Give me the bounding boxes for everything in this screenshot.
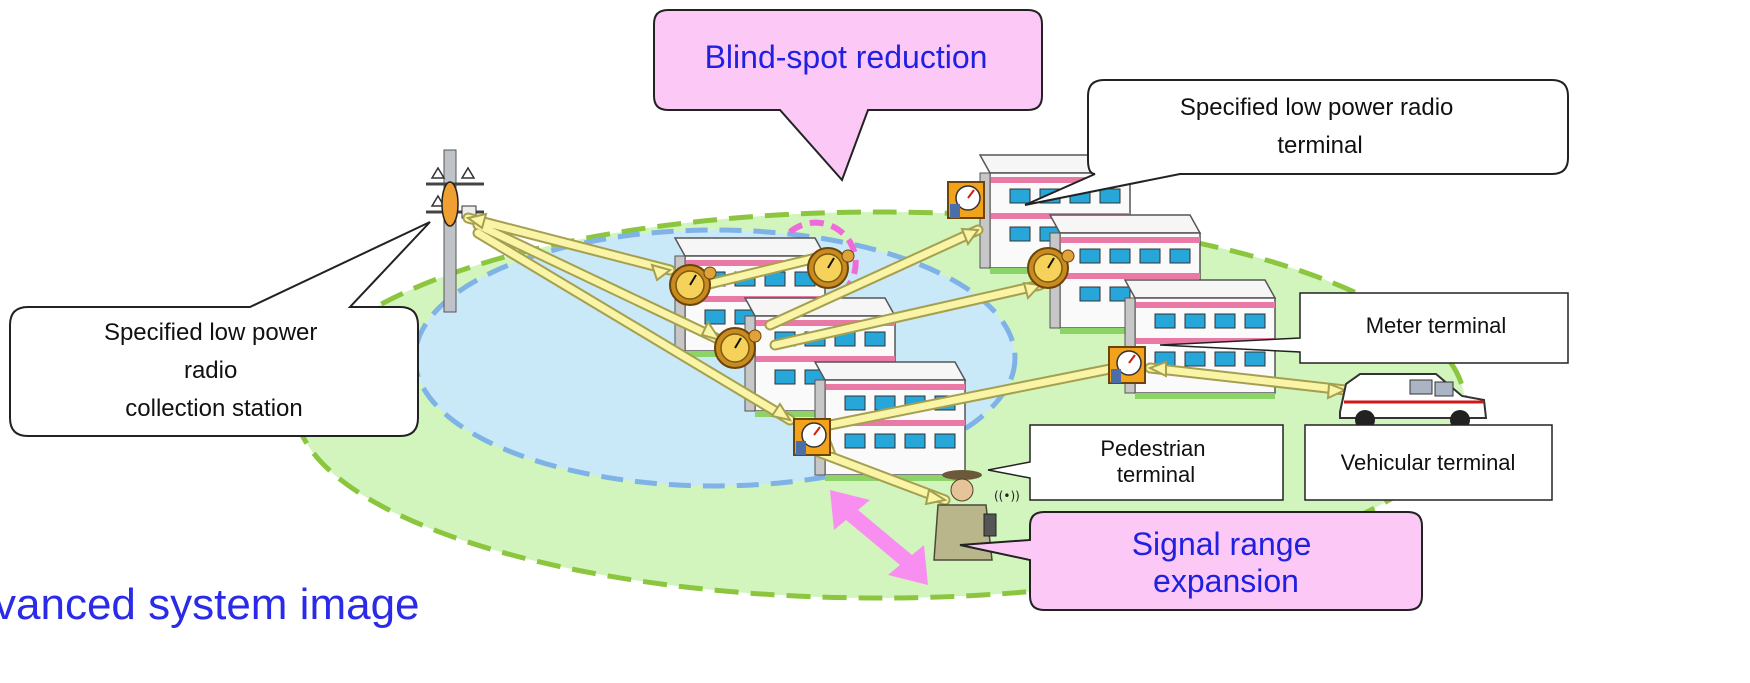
blind-spot-callout xyxy=(653,9,1043,182)
collection-station-label: Specified low power radio collection sta… xyxy=(104,319,324,422)
svg-text:((•)): ((•)) xyxy=(994,489,1020,503)
radio-terminal-callout xyxy=(1024,79,1569,206)
meter-terminal-label: Meter terminal xyxy=(1366,313,1507,338)
meter-icon xyxy=(793,418,831,456)
utility-pole-icon xyxy=(426,149,484,313)
signal-range-callout-text: Signal range expansion xyxy=(1132,526,1321,599)
pedestrian-terminal-label: Pedestrian terminal xyxy=(1100,436,1211,487)
blind-spot-callout-text: Blind-spot reduction xyxy=(705,39,988,75)
collection-station-callout xyxy=(9,221,431,437)
signal-range-callout xyxy=(959,511,1423,611)
pedestrian-terminal-callout xyxy=(987,424,1284,501)
radio-links xyxy=(462,212,1351,506)
meter-terminal-callout xyxy=(1159,292,1569,364)
vehicular-terminal-label: Vehicular terminal xyxy=(1341,450,1516,475)
radio-terminal-label: Specified low power radio terminal xyxy=(1180,94,1460,159)
page-title: vanced system image xyxy=(0,580,420,629)
meter-icon xyxy=(947,181,985,219)
vehicular-terminal-callout xyxy=(1304,424,1553,501)
meter-icon xyxy=(1108,346,1146,384)
expansion-arrow-icon xyxy=(830,490,928,585)
